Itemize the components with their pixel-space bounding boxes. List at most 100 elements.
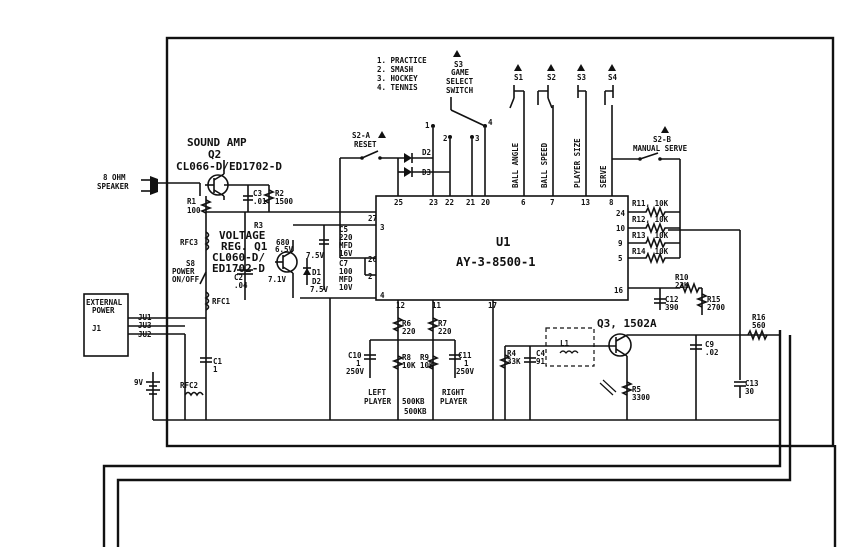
vreg-v: 6.5V xyxy=(275,245,294,254)
vreg-label: CL060-D/ xyxy=(212,251,265,264)
c10-volt: 250V xyxy=(346,367,365,376)
c9-ref: C9 xyxy=(705,340,715,349)
r6-ref: R6 xyxy=(402,319,412,328)
r14: R14, 10K xyxy=(632,247,669,256)
ic-ref: U1 xyxy=(496,235,510,249)
warning-triangle-icon xyxy=(514,64,522,71)
game-legend: 1. PRACTICE 2. SMASH 3. HOCKEY 4. TENNIS xyxy=(377,56,427,92)
pin: 7 xyxy=(550,198,555,207)
s3-ref: S3 xyxy=(454,60,464,69)
d2b-label: D2 xyxy=(312,277,321,286)
s3-pos: 2 xyxy=(443,134,448,143)
r6-val: 220 xyxy=(402,327,416,336)
battery-label: 9V xyxy=(134,378,144,387)
r8-ref: R8 xyxy=(402,353,412,362)
s3-label: GAME xyxy=(451,68,470,77)
r3-ref: R3 xyxy=(254,221,264,230)
warning-triangle-icon xyxy=(378,131,386,138)
vreg-z1: 7.1V xyxy=(268,275,287,284)
serve-label: SERVE xyxy=(599,165,608,188)
r9-ref: R9 xyxy=(420,353,430,362)
r2-ref: R2 xyxy=(275,189,284,198)
s3-pos: 1 xyxy=(425,121,430,130)
output-stage: Q3, 1502A R5 3300 L1 R4 33K C4 91 C9 .02… xyxy=(498,313,780,420)
legend-item: 3. HOCKEY xyxy=(377,74,418,83)
rfc3-label: RFC3 xyxy=(180,238,199,247)
pin: 12 xyxy=(396,301,405,310)
r4-ref: R4 xyxy=(507,349,517,358)
power-label: ON/OFF xyxy=(172,275,200,284)
warning-triangle-icon xyxy=(453,50,461,57)
r11: R11, 10K xyxy=(632,199,669,208)
rfc2-label: RFC2 xyxy=(180,381,198,390)
c5-volt: 16V xyxy=(339,249,353,258)
left-player-label: PLAYER xyxy=(364,397,392,406)
sound-amp-title: SOUND AMP xyxy=(187,136,247,149)
c5-unit: MFD xyxy=(339,241,353,250)
power-ref: S8 xyxy=(186,259,196,268)
pin: 11 xyxy=(432,301,442,310)
r16-val: 560 xyxy=(752,321,766,330)
legend-item: 1. PRACTICE xyxy=(377,56,427,65)
pin: 25 xyxy=(394,198,403,207)
vreg-label: ED1702-D xyxy=(212,262,265,275)
ball-angle-label: BALL ANGLE xyxy=(511,142,520,188)
c11-volt: 250V xyxy=(456,367,475,376)
pin: 22 xyxy=(445,198,454,207)
c13-val: 30 xyxy=(745,387,755,396)
switch-s3: S3 xyxy=(577,64,614,105)
warning-triangle-icon xyxy=(608,64,616,71)
switch-label: S2 xyxy=(547,73,556,82)
c2-val: .04 xyxy=(234,281,248,290)
r7-val: 220 xyxy=(438,327,452,336)
vreg-z2: 7.5V xyxy=(306,251,325,260)
r1-ref: R1 xyxy=(187,197,197,206)
r7-ref: R7 xyxy=(438,319,447,328)
c12-val: 390 xyxy=(665,303,679,312)
r15-ref: R15 xyxy=(707,295,721,304)
r10-val: 22K xyxy=(675,281,689,290)
q3-label: Q3, 1502A xyxy=(597,317,657,330)
left-player-label: LEFT xyxy=(368,388,387,397)
pin: 26 xyxy=(368,255,378,264)
c3-ref: C3 xyxy=(253,189,263,198)
d1-label: D1 xyxy=(312,268,322,277)
c7-val: 100 xyxy=(339,267,353,276)
r13: R13, 10K xyxy=(632,231,669,240)
s2a-label: RESET xyxy=(354,140,377,149)
r4-val: 33K xyxy=(507,357,521,366)
vreg-z3: 7.5V xyxy=(310,285,329,294)
ext-label: POWER xyxy=(92,306,115,315)
c4-val: 91 xyxy=(536,357,546,366)
r1-val: 100 xyxy=(187,206,201,215)
r15-val: 2700 xyxy=(707,303,726,312)
reset-switch: S2-A RESET D2 D3 xyxy=(339,131,450,258)
c13-ref: C13 xyxy=(745,379,759,388)
ic-part: AY-3-8500-1 xyxy=(456,255,535,269)
s2a-ref: S2-A xyxy=(352,131,371,140)
right-player-label: RIGHT xyxy=(442,388,465,397)
sound-amp: SOUND AMP Q2 CL066-D/ED1702-D 8 OHM SPEA… xyxy=(97,136,376,215)
power-section: RFC3 S8 POWER ON/OFF RFC1 EXTERNAL POWER… xyxy=(83,212,330,421)
pin: 20 xyxy=(481,198,491,207)
c5-val: 220 xyxy=(339,233,353,242)
sound-amp-ref: Q2 xyxy=(208,148,221,161)
switch-label: S1 xyxy=(514,73,524,82)
r5-ref: R5 xyxy=(632,385,641,394)
vreg-label: VOLTAGE xyxy=(219,229,265,242)
c12-ref: C12 xyxy=(665,295,679,304)
pin: 21 xyxy=(466,198,476,207)
c11-val: 1 xyxy=(464,359,469,368)
s2b-label: MANUAL SERVE xyxy=(633,144,688,153)
c1-ref: C1 xyxy=(213,357,223,366)
r9-val: 10K xyxy=(420,361,434,370)
s2b-ref: S2-B xyxy=(653,135,672,144)
paddle-switches: S1 S2 S3 S4 BALL ANGLE BALL SPEED PLAYER… xyxy=(509,64,618,196)
pin: 27 xyxy=(368,214,377,223)
c7-unit: MFD xyxy=(339,275,353,284)
s3-pos: 4 xyxy=(488,118,493,127)
r2-val: 1500 xyxy=(275,197,294,206)
player-size-label: PLAYER SIZE xyxy=(573,138,582,188)
s3-label: SWITCH xyxy=(446,86,474,95)
